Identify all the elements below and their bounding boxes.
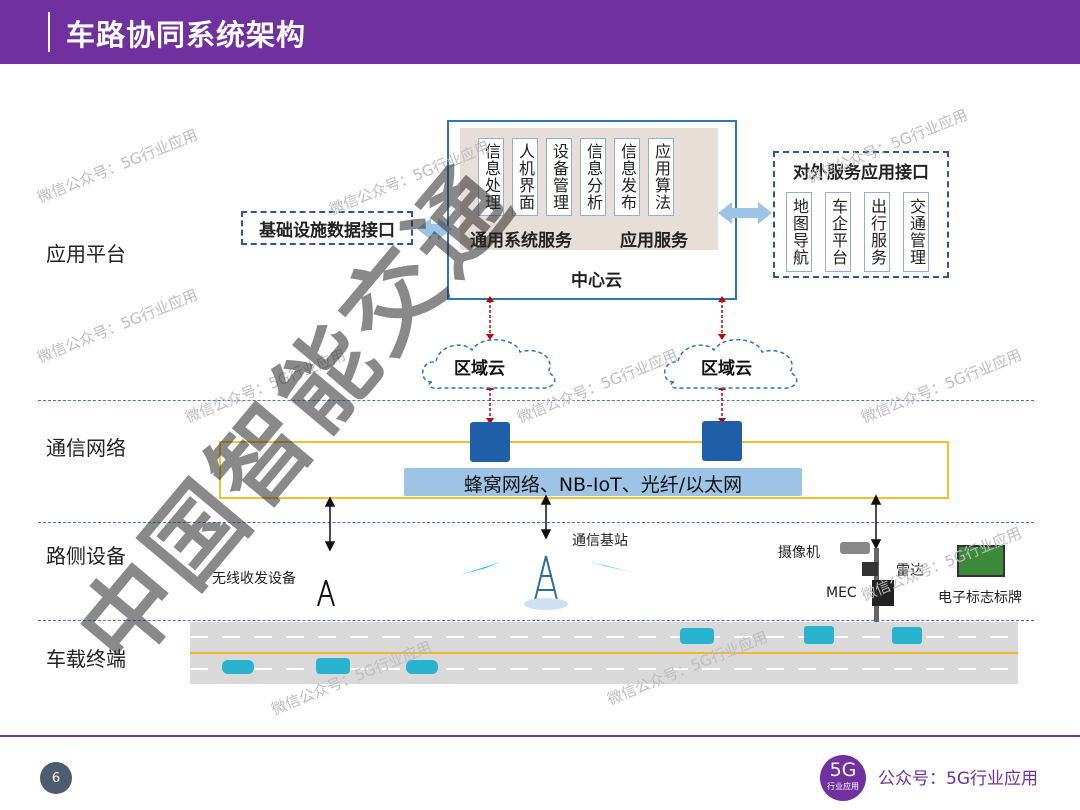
vehicle-4 xyxy=(680,628,714,644)
tower-base xyxy=(524,598,568,610)
camera-label: 摄像机 xyxy=(778,545,820,561)
brand-logo-sub: 行业应用 xyxy=(827,782,859,791)
center-module: 人机界面 xyxy=(512,138,538,216)
infra-data-interface: 基础设施数据接口 xyxy=(241,211,413,245)
vehicle-3 xyxy=(406,660,438,674)
radar-shape xyxy=(862,562,878,576)
center-cloud-title: 中心云 xyxy=(571,271,622,291)
network-bar xyxy=(404,468,802,496)
center-module: 信息处理 xyxy=(478,138,504,216)
external-service-item: 出行服务 xyxy=(864,192,890,272)
header-divider xyxy=(48,12,50,52)
arrow-infra-left xyxy=(417,218,440,240)
cloud-shape-2 xyxy=(664,338,798,390)
vehicle-6 xyxy=(892,627,922,644)
cloud-shape-1 xyxy=(422,338,556,390)
layer-label-app: 应用平台 xyxy=(46,242,126,266)
general-service-label: 通用系统服务 xyxy=(470,231,572,251)
signal-beam-left xyxy=(460,562,500,575)
transceiver-antenna xyxy=(317,579,335,607)
external-interface-title: 对外服务应用接口 xyxy=(793,163,929,183)
region-cloud-shapes xyxy=(422,338,798,390)
brand-logo-main: 5G xyxy=(829,759,857,781)
external-service-item: 车企平台 xyxy=(825,192,851,272)
external-service-item: 交通管理 xyxy=(903,192,929,272)
center-module: 设备管理 xyxy=(546,138,572,216)
page-title: 车路协同系统架构 xyxy=(66,18,307,52)
footer-account: 公众号：5G行业应用 xyxy=(878,769,1038,789)
arrow-ext-right xyxy=(733,202,772,224)
vehicle-1 xyxy=(222,660,254,674)
radar-label: 雷达 xyxy=(896,563,924,579)
signal-beam-right xyxy=(590,562,632,572)
camera-shape xyxy=(840,542,870,554)
separator-comm-road xyxy=(38,522,1034,523)
external-service-item: 地图导航 xyxy=(786,192,812,272)
brand-logo: 5G 行业应用 xyxy=(820,755,866,801)
center-module: 信息发布 xyxy=(614,138,640,216)
separator-road-vehicle xyxy=(38,620,1034,621)
transceiver-label: 无线收发设备 xyxy=(212,571,296,587)
footer-divider xyxy=(0,735,1080,737)
region-cloud-label-2: 区域云 xyxy=(701,359,752,379)
vehicle-2 xyxy=(316,658,350,674)
page-number: 6 xyxy=(40,762,72,794)
header-bar xyxy=(0,0,1080,64)
electronic-sign-shape xyxy=(957,545,1005,577)
router-icon xyxy=(470,422,510,462)
network-bar-label: 蜂窝网络、NB-IoT、光纤/以太网 xyxy=(463,474,743,496)
layer-label-vehicle: 车载终端 xyxy=(46,647,126,671)
router-icon xyxy=(702,421,742,461)
vehicles xyxy=(222,626,922,674)
electronic-sign-label: 电子标志标牌 xyxy=(938,590,1022,606)
layer-label-comm: 通信网络 xyxy=(46,436,126,460)
arrow-infra-right xyxy=(432,218,452,240)
center-module: 应用算法 xyxy=(648,138,674,216)
center-module: 信息分析 xyxy=(580,138,606,216)
mec-box xyxy=(872,580,894,606)
base-station-tower xyxy=(533,555,559,605)
layer-label-road: 路侧设备 xyxy=(46,544,126,568)
vehicle-5 xyxy=(804,626,834,644)
separator-app-comm xyxy=(38,400,1034,401)
mec-label: MEC xyxy=(826,585,857,601)
external-interface-box xyxy=(773,151,949,278)
region-cloud-label-1: 区域云 xyxy=(454,359,505,379)
base-station-label: 通信基站 xyxy=(572,533,628,549)
app-service-label: 应用服务 xyxy=(620,231,688,251)
